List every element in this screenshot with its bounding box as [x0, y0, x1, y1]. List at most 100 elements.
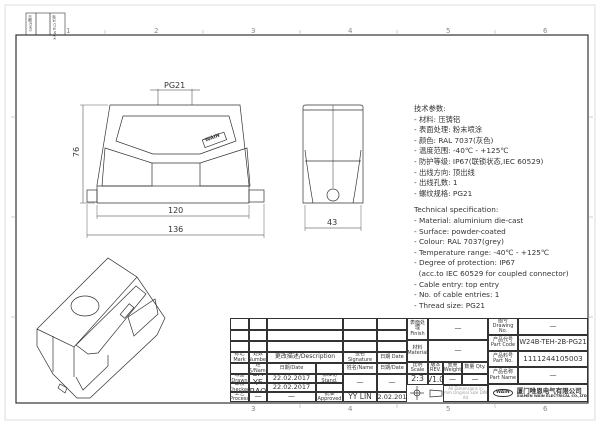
checked-label: 审核 Checked	[230, 383, 249, 392]
weight-label: 重量 Weight	[443, 362, 462, 374]
thread-dimension: PG21	[164, 81, 186, 90]
spec-line: - No. of cable entries: 1	[414, 290, 500, 300]
spec-line: - Cable entry: top entry	[414, 279, 500, 289]
spec-line: - Colour: RAL 7037(grey)	[414, 237, 504, 247]
company-name-en: XIAMEN WAIN ELECTRICAL CO.,LTD	[516, 393, 587, 398]
dimensions-note: All Dimensions in mm Original Size DIN A…	[443, 385, 488, 402]
spec-line: - 温度范围: -40℃ - +125℃	[414, 146, 509, 156]
cell	[377, 341, 407, 352]
spec-line: - 防护等级: IP67(联锁状态,IEC 60529)	[414, 156, 544, 166]
cell	[267, 341, 343, 352]
qty-value: —	[462, 374, 488, 385]
spec-line: - Temperature range: -40℃ - +125℃	[414, 247, 550, 257]
drawing-no-value: —	[518, 318, 588, 335]
spec-line: (acc.to IEC 60529 for coupled connector)	[414, 268, 569, 278]
front-view	[80, 89, 265, 238]
part-code-value: W24B-TEH-2B-PG21	[518, 335, 588, 351]
isometric-view	[36, 257, 166, 399]
cell	[249, 330, 267, 341]
part-name-value: —	[518, 367, 588, 384]
rev-value: V1.0	[428, 374, 443, 385]
spec-line: - 表面处理: 粉末喷涂	[414, 125, 483, 135]
part-name-label: 产品名称 Part Name	[488, 367, 518, 384]
drawn-name: SH YE	[252, 375, 263, 383]
approved-name: YY LIN	[343, 392, 377, 402]
process-name: —	[249, 392, 267, 402]
checked-date: 22.02.2017	[267, 383, 316, 392]
drawing-no-label: 图号 Drawing No.	[488, 318, 518, 335]
cell	[230, 363, 249, 374]
cell	[343, 341, 377, 352]
frame-border	[15, 34, 589, 404]
company-logo: WAIN	[493, 388, 513, 398]
scale-label: 比例 Scale	[407, 362, 428, 374]
signature-header: 签名 Signature	[343, 352, 377, 363]
cell	[249, 318, 267, 330]
zone-label: 6	[543, 405, 548, 413]
spec-line: - Surface: powder-coated	[414, 226, 506, 236]
zone-label: 4	[348, 405, 353, 413]
width-inner-dimension: 120	[168, 206, 184, 215]
cell	[343, 330, 377, 341]
approved-label: 批准 Approved	[316, 392, 343, 402]
cell	[267, 330, 343, 341]
cell	[316, 363, 343, 374]
cell	[230, 341, 249, 352]
spec-line: - 出线孔数: 1	[414, 178, 458, 188]
spec-line: - 螺纹规格: PG21	[414, 188, 473, 198]
spec-line: - Material: aluminium die-cast	[414, 215, 524, 225]
corner-strip	[25, 12, 66, 36]
zone-ticks	[11, 30, 593, 408]
zone-label: 2	[154, 27, 159, 35]
cell	[249, 341, 267, 352]
finish-value: —	[428, 318, 488, 340]
name-header: 姓名/Name	[249, 363, 267, 374]
zone-label: 3	[251, 405, 256, 413]
depth-dimension: 43	[327, 218, 338, 227]
spec-line: - 颜色: RAL 7037(灰色)	[414, 135, 494, 145]
part-no-value: 1111244105003	[518, 351, 588, 367]
zone-label: 5	[446, 405, 451, 413]
process-date: —	[267, 392, 316, 402]
cell	[267, 318, 343, 330]
number-header: 处数 Number	[249, 352, 267, 363]
finish-label: 表面处理 Finish	[407, 318, 428, 340]
part-no-label: 产品料号 Part No.	[488, 351, 518, 367]
company-cell: WAIN 厦门唯恩电气有限公司 XIAMEN WAIN ELECTRICAL C…	[488, 384, 588, 402]
material-value: —	[428, 340, 488, 362]
side-view	[302, 104, 364, 231]
spec-line: - Thread size: PG21	[414, 300, 486, 310]
drawn-label: 绘图 Drawn	[230, 374, 249, 383]
rev-label: 版本 REV.	[428, 362, 443, 374]
stand-date: —	[377, 374, 407, 392]
width-outer-dimension: 136	[168, 225, 184, 234]
zone-label: 1	[66, 27, 71, 35]
mark-header: 标记 Mark	[230, 352, 249, 363]
checked-name: P RAO	[249, 384, 267, 392]
company-name-cn: 厦门唯恩电气有限公司	[516, 386, 582, 395]
cell	[230, 330, 249, 341]
date-header: 日期/Date	[377, 363, 407, 374]
zone-label: 6	[543, 27, 548, 35]
stand-label: 标准化 Stand.	[316, 374, 343, 383]
material-label: 材料 Material	[407, 340, 428, 362]
zone-label: 5	[446, 27, 451, 35]
cell	[377, 318, 407, 330]
corner-date-label: 日期/Date	[28, 15, 33, 32]
drawn-date: 22.02.2017	[267, 374, 316, 383]
cell	[343, 318, 377, 330]
scale-value: 2:3	[407, 374, 428, 385]
cell	[316, 383, 343, 392]
spec-line: - Degree of protection: IP67	[414, 258, 516, 268]
projection-symbol-icon	[410, 386, 443, 400]
name-header: 姓名/Name	[343, 363, 377, 374]
spec-line: - 出线方向: 顶出线	[414, 167, 475, 177]
cell	[230, 318, 249, 330]
technical-specification: 技术参数: - 材料: 压铸铝 - 表面处理: 粉末喷涂 - 颜色: RAL 7…	[414, 104, 569, 311]
process-label: 工艺 Process	[230, 392, 249, 402]
date-header: 日期/Date	[267, 363, 316, 374]
height-dimension: 76	[72, 146, 82, 158]
weight-value: —	[443, 374, 462, 385]
corner-change-label: 标记 Chg Mark	[52, 15, 57, 40]
